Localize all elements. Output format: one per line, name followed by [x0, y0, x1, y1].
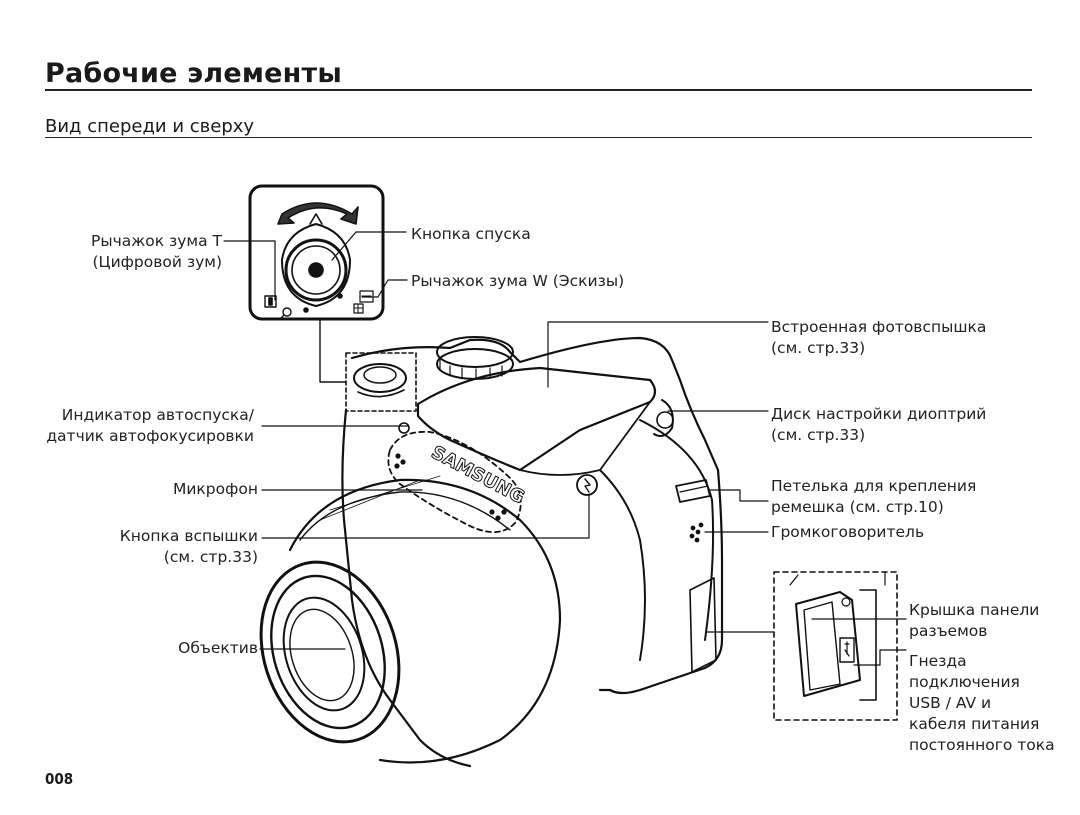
label-connector-cover: Крышка панели разъемов	[909, 600, 1039, 642]
label-flash-button-line2: (см. стр.33)	[163, 548, 258, 566]
title-rule	[45, 89, 1032, 91]
section-subtitle: Вид спереди и сверху	[45, 116, 255, 137]
zoom-t-icon	[264, 295, 292, 320]
label-flash-line1: Встроенная фотовспышка	[771, 318, 987, 336]
zoom-arrow-icon	[277, 202, 359, 225]
label-selftimer-line1: Индикатор автоспуска/	[61, 406, 254, 424]
label-flash-line2: (см. стр.33)	[771, 339, 866, 357]
zoom-lever-inset	[248, 184, 385, 321]
label-selftimer: Индикатор автоспуска/ датчик автофокусир…	[46, 405, 254, 447]
label-ports-line3: USB / AV и	[909, 694, 992, 712]
label-selftimer-line2: датчик автофокусировки	[46, 427, 254, 445]
label-ports-line1: Гнезда	[909, 652, 967, 670]
label-zoom-t-line2: (Цифровой зум)	[92, 253, 222, 271]
label-lens: Объектив	[178, 639, 258, 657]
label-ports-line4: кабеля питания	[909, 715, 1040, 733]
camera-body	[259, 336, 724, 768]
label-zoom-t-line1: Рычажок зума T	[91, 232, 222, 250]
mic-holes	[394, 453, 507, 521]
label-shutter: Кнопка спуска	[411, 225, 531, 243]
label-microphone: Микрофон	[172, 480, 258, 498]
label-strap: Петелька для крепления ремешка (см. стр.…	[771, 476, 976, 518]
leader-lines	[223, 231, 907, 666]
label-flash: Встроенная фотовспышка (см. стр.33)	[771, 317, 986, 359]
label-flash-button-line1: Кнопка вспышки	[119, 527, 258, 545]
page-number: 008	[45, 770, 74, 788]
usb-symbol-icon	[844, 641, 850, 657]
label-flash-button: Кнопка вспышки (см. стр.33)	[120, 526, 258, 568]
label-ports-line2: подключения	[909, 673, 1020, 691]
label-ports: Гнезда подключения USB / AV и кабеля пит…	[909, 651, 1055, 756]
label-strap-line1: Петелька для крепления	[771, 477, 977, 495]
label-cover-line2: разъемов	[909, 622, 988, 640]
label-zoom-t: Рычажок зума T (Цифровой зум)	[91, 231, 222, 273]
subtitle-rule	[45, 137, 1032, 138]
label-ports-line5: постоянного тока	[909, 736, 1055, 754]
label-diopter: Диск настройки диоптрий (см. стр.33)	[771, 404, 986, 446]
label-strap-line2: ремешка (см. стр.10)	[771, 498, 944, 516]
speaker-grille	[689, 522, 704, 543]
label-speaker: Громкоговоритель	[771, 523, 925, 541]
label-diopter-line2: (см. стр.33)	[771, 426, 866, 444]
connector-panel-inset	[773, 571, 898, 721]
zoom-w-icon	[353, 290, 374, 314]
page-title: Рабочие элементы	[45, 58, 342, 89]
label-zoom-w: Рычажок зума W (Эскизы)	[411, 272, 625, 290]
label-diopter-line1: Диск настройки диоптрий	[771, 405, 987, 423]
label-cover-line1: Крышка панели	[909, 601, 1040, 619]
lens-barrel	[259, 475, 562, 764]
